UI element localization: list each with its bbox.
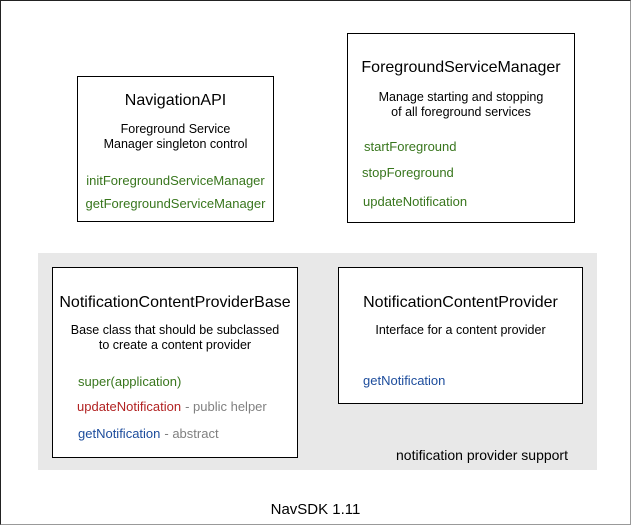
method-name: updateNotification [363, 194, 468, 209]
class-box-navigation-api: NavigationAPI Foreground Service Manager… [77, 76, 274, 222]
method-super-application: super(application) [78, 374, 181, 390]
method-get-notification: getNotification [363, 373, 445, 389]
group-label: notification provider support [396, 447, 568, 463]
method-name: getNotification [363, 373, 446, 388]
method-name: super(application) [78, 374, 182, 389]
method-start-foreground: startForeground [364, 139, 457, 155]
class-description-line: Base class that should be subclassed [70, 323, 280, 337]
method-stop-foreground: stopForeground [362, 165, 454, 181]
method-get-foreground-service-manager: getForegroundServiceManager [78, 196, 273, 212]
diagram-title: NavSDK 1.11 [270, 501, 361, 518]
class-description: Foreground Service Manager singleton con… [78, 122, 273, 152]
method-name: updateNotification [77, 399, 182, 414]
class-box-notification-content-provider-base: NotificationContentProviderBase Base cla… [52, 267, 298, 458]
class-title-foreground-service-manager: ForegroundServiceManager [361, 59, 561, 76]
method-init-foreground-service-manager: initForegroundServiceManager [78, 173, 273, 189]
class-description: Manage starting and stopping of all fore… [348, 90, 574, 120]
method-annotation: - public helper [185, 399, 267, 414]
class-description-line: Manager singleton control [103, 137, 248, 151]
method-name: getForegroundServiceManager [85, 196, 266, 211]
class-description: Interface for a content provider [339, 323, 582, 338]
method-update-notification: updateNotification [363, 194, 467, 210]
notification-provider-group: NotificationContentProviderBase Base cla… [38, 253, 597, 470]
class-box-notification-content-provider: NotificationContentProvider Interface fo… [338, 267, 583, 404]
class-title-navigation-api: NavigationAPI [124, 92, 227, 109]
method-name: stopForeground [362, 165, 454, 180]
class-description-line: Interface for a content provider [375, 323, 546, 337]
class-title-notification-content-provider-base: NotificationContentProviderBase [59, 294, 291, 311]
method-name: getNotification [78, 426, 161, 441]
class-description-line: Foreground Service [120, 122, 231, 136]
method-update-notification: updateNotification- public helper [77, 399, 267, 415]
class-description-line: of all foreground services [391, 105, 531, 119]
method-get-notification: getNotification- abstract [78, 426, 219, 442]
class-description-line: Manage starting and stopping [378, 90, 544, 104]
method-name: startForeground [364, 139, 457, 154]
class-box-foreground-service-manager: ForegroundServiceManager Manage starting… [347, 33, 575, 223]
method-annotation: - abstract [164, 426, 219, 441]
class-description-line: to create a content provider [98, 338, 252, 352]
method-name: initForegroundServiceManager [86, 173, 265, 188]
class-description: Base class that should be subclassed to … [53, 323, 297, 353]
class-title-notification-content-provider: NotificationContentProvider [363, 294, 558, 311]
